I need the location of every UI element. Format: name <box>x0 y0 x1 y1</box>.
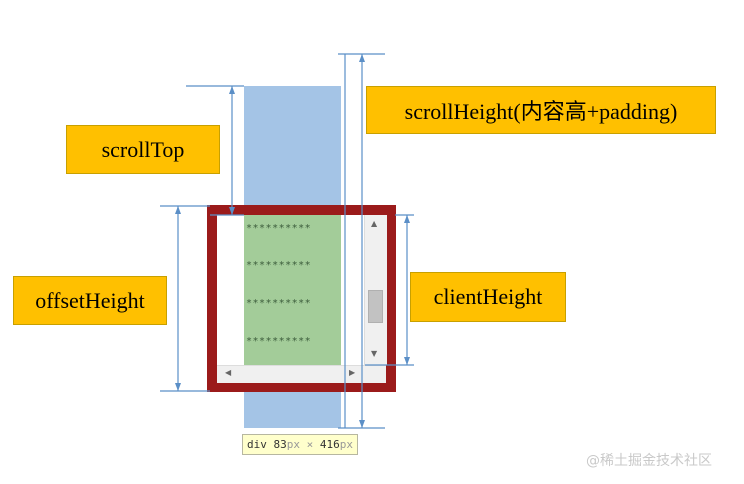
clientheight-label: clientHeight <box>410 272 566 322</box>
tooltip-height-value: 416 <box>319 438 340 451</box>
tooltip-height-unit: px <box>339 438 353 451</box>
content-row: ********** <box>246 223 312 234</box>
scrolltop-label: scrollTop <box>66 125 220 174</box>
tooltip-width-value: 83 <box>273 438 287 451</box>
arrow-head-icon <box>175 206 181 214</box>
arrow-head-icon <box>229 207 235 215</box>
scroll-right-arrow-icon[interactable]: ▶ <box>349 368 356 377</box>
arrow-head-icon <box>359 420 365 428</box>
arrow-head-icon <box>229 86 235 94</box>
scrollheight-label: scrollHeight(内容高+padding) <box>366 86 716 134</box>
horizontal-scrollbar[interactable] <box>217 365 386 383</box>
content-row: ********** <box>246 260 312 271</box>
visible-content-area <box>244 215 341 365</box>
arrow-head-icon <box>175 383 181 391</box>
content-row: ********** <box>246 298 312 309</box>
arrow-head-icon <box>404 357 410 365</box>
tooltip-width-unit: px <box>286 438 300 451</box>
scroll-up-arrow-icon[interactable]: ▲ <box>371 219 378 228</box>
scroll-down-arrow-icon[interactable]: ▼ <box>371 349 378 358</box>
arrow-head-icon <box>359 54 365 62</box>
content-row: ********** <box>246 336 312 347</box>
arrow-head-icon <box>404 215 410 223</box>
tooltip-tag: div <box>247 438 267 451</box>
watermark: @稀土掘金技术社区 <box>586 453 712 469</box>
tooltip-times-sign: × <box>306 438 314 451</box>
vertical-scrollbar-thumb[interactable] <box>368 290 383 323</box>
scroll-left-arrow-icon[interactable]: ◀ <box>225 368 232 377</box>
offsetheight-label: offsetHeight <box>13 276 167 325</box>
